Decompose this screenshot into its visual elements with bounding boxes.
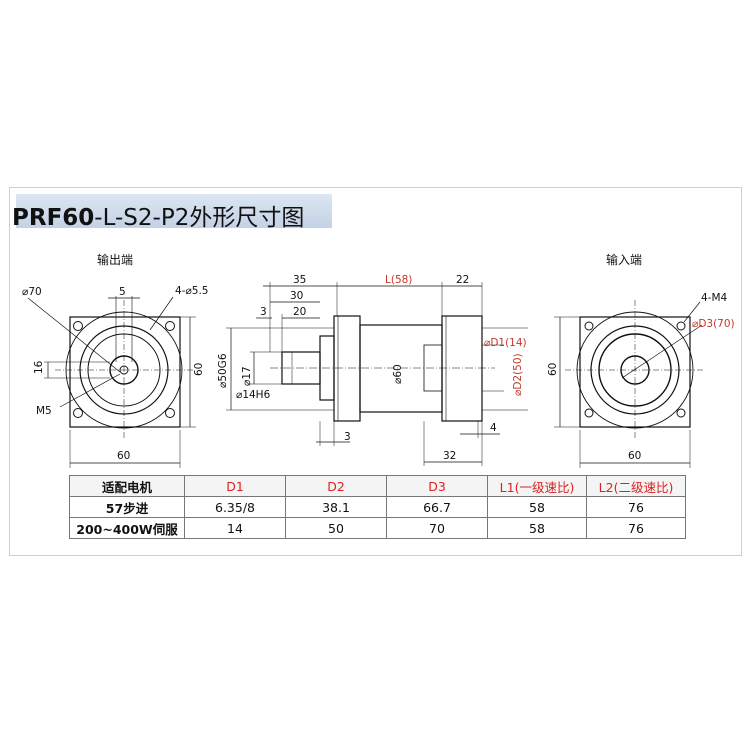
row2-l1: 58 (487, 517, 587, 539)
header-l2: L2(二级速比) (586, 475, 686, 497)
output-end-view: 输出端 ⌀70 5 4-⌀5.5 16 M5 60 60 (22, 252, 209, 468)
side-d1-label: ⌀D1(14) (484, 337, 527, 349)
side-L-label: L(58) (385, 274, 412, 286)
output-end-label: 输出端 (97, 252, 133, 267)
row2-d2: 50 (285, 517, 387, 539)
row1-d1: 6.35/8 (184, 496, 286, 518)
side-4-label: 4 (490, 422, 497, 434)
drawing-title: PRF60-L-S2-P2外形尺寸图 (12, 198, 304, 232)
spec-row: 200~400W伺服 14 50 70 58 76 (69, 517, 686, 539)
output-16-label: 16 (33, 360, 45, 374)
header-motor: 适配电机 (69, 475, 185, 497)
row2-d1: 14 (184, 517, 286, 539)
input-60v-label: 60 (547, 363, 559, 376)
output-flange-square (69, 316, 181, 428)
output-dia70-label: ⌀70 (22, 286, 42, 298)
title-model: PRF60 (12, 205, 95, 231)
spec-table: 适配电机 D1 D2 D3 L1(一级速比) L2(二级速比) 57步进 6.3… (69, 475, 686, 539)
output-60v-label: 60 (193, 363, 205, 376)
side-d2-label: ⌀D2(50) (512, 353, 524, 396)
side-3b-label: 3 (344, 431, 351, 443)
row2-motor: 200~400W伺服 (69, 517, 185, 539)
output-60h-label: 60 (117, 450, 130, 462)
side-20-label: 20 (293, 306, 306, 318)
side-60-label: ⌀60 (392, 364, 404, 384)
row2-l2: 76 (586, 517, 686, 539)
header-d1: D1 (184, 475, 286, 497)
header-d3: D3 (386, 475, 488, 497)
row1-d3: 66.7 (386, 496, 488, 518)
row1-d2: 38.1 (285, 496, 387, 518)
output-5-label: 5 (119, 286, 126, 298)
side-view: 35 30 20 3 L(58) 22 ⌀50G6 ⌀17 ⌀14H6 ⌀60 … (217, 274, 528, 466)
side-22-label: 22 (456, 274, 469, 286)
side-50g6-label: ⌀50G6 (217, 353, 229, 388)
spec-row: 57步进 6.35/8 38.1 66.7 58 76 (69, 496, 686, 518)
spec-header-row: 适配电机 D1 D2 D3 L1(一级速比) L2(二级速比) (69, 475, 686, 497)
header-d2: D2 (285, 475, 387, 497)
side-17-label: ⌀17 (241, 366, 253, 386)
input-d3-label: ⌀D3(70) (692, 318, 735, 330)
input-60h-label: 60 (628, 450, 641, 462)
side-3a-label: 3 (260, 306, 267, 318)
input-end-view: 输入端 4-M4 ⌀D3(70) 60 60 (547, 252, 735, 468)
row1-l2: 76 (586, 496, 686, 518)
row1-l1: 58 (487, 496, 587, 518)
side-30-label: 30 (290, 290, 303, 302)
input-end-label: 输入端 (606, 252, 642, 267)
input-flange (441, 315, 483, 422)
output-m5-label: M5 (36, 405, 52, 417)
title-suffix: -L-S2-P2外形尺寸图 (94, 205, 305, 231)
side-32-label: 32 (443, 450, 456, 462)
input-m4-label: 4-M4 (701, 292, 728, 304)
side-35-label: 35 (293, 274, 306, 286)
row2-d3: 70 (386, 517, 488, 539)
side-14h6-label: ⌀14H6 (236, 389, 271, 401)
output-holes-label: 4-⌀5.5 (175, 285, 209, 297)
title-band (16, 194, 332, 228)
row1-motor: 57步进 (69, 496, 185, 518)
header-l1: L1(一级速比) (487, 475, 587, 497)
